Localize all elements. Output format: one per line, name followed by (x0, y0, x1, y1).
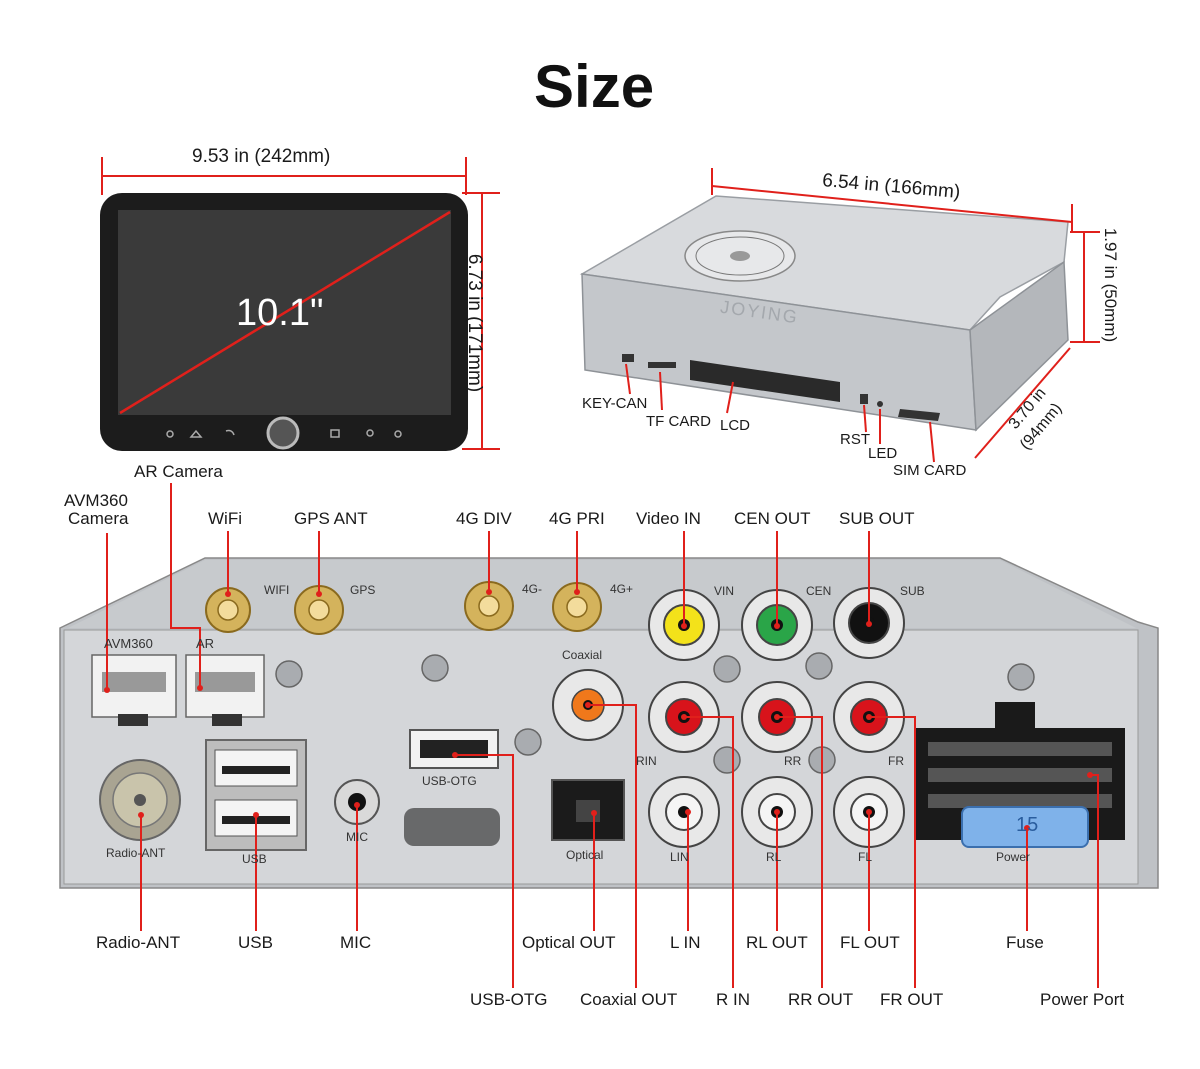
label-rl-out: RL OUT (746, 933, 808, 952)
label-r-in: R IN (716, 990, 750, 1009)
screen-width-label: 9.53 in (242mm) (192, 146, 331, 167)
back-icon (225, 429, 235, 436)
silk-radio-ant: Radio-ANT (106, 846, 166, 860)
silk-fuse-rating: 15 (1016, 814, 1039, 836)
label-power-port: Power Port (1040, 990, 1125, 1009)
screen-diagonal-label: 10.1" (236, 292, 324, 334)
label-fr-out: FR OUT (880, 990, 944, 1009)
camera-icon (330, 429, 340, 438)
silk-rl: RL (766, 850, 782, 864)
box-height-label: 1.97 in (50mm) (1101, 227, 1120, 343)
label-mic: MIC (340, 933, 372, 952)
label-coaxial-out: Coaxial OUT (580, 990, 678, 1009)
label-fuse: Fuse (1006, 933, 1044, 952)
callout-sim-card: SIM CARD (893, 462, 967, 479)
silk-usb: USB (242, 852, 267, 866)
label-l-in: L IN (670, 933, 701, 952)
silk-coaxial: Coaxial (562, 648, 603, 662)
label-usb-otg: USB-OTG (470, 990, 548, 1009)
silk-vin: VIN (714, 584, 735, 598)
silk-power: Power (996, 850, 1031, 864)
label-wifi: WiFi (208, 509, 242, 528)
callout-tf-card: TF CARD (646, 413, 711, 430)
silk-gps: GPS (350, 583, 376, 597)
silk-avm360: AVM360 (104, 636, 153, 651)
silk-rin: RIN (636, 754, 657, 768)
label-4g-pri: 4G PRI (549, 509, 605, 528)
label-sub-out: SUB OUT (839, 509, 915, 528)
silk-ar: AR (196, 636, 215, 651)
silk-fl: FL (858, 850, 873, 864)
label-gps-ant: GPS ANT (294, 509, 368, 528)
label-usb: USB (238, 933, 273, 952)
silk-rr: RR (784, 754, 802, 768)
silk-4g-minus: 4G- (522, 582, 543, 596)
silk-mic: MIC (346, 830, 368, 844)
head-unit-box (579, 168, 1100, 463)
label-avm360-line1: AVM360 (64, 491, 128, 510)
label-radio-ant: Radio-ANT (96, 933, 181, 952)
silk-4g-plus: 4G+ (610, 582, 634, 596)
home-icon (189, 429, 203, 438)
silk-lin: LIN (670, 850, 689, 864)
label-video-in: Video IN (636, 509, 701, 528)
silk-wifi: WIFI (264, 583, 290, 597)
screen-unit (100, 157, 500, 451)
callout-key-can: KEY-CAN (582, 395, 648, 412)
screen-diagonal-line (119, 210, 451, 415)
screen-height-label: 6.73 in (171mm) (464, 253, 485, 393)
silk-usb-otg: USB-OTG (422, 774, 477, 788)
volume-knob-icon (266, 416, 300, 450)
rear-panel (59, 483, 1159, 988)
callout-led: LED (868, 445, 898, 462)
label-cen-out: CEN OUT (734, 509, 811, 528)
callout-rst: RST (840, 431, 870, 448)
label-rr-out: RR OUT (788, 990, 854, 1009)
silk-fr: FR (888, 754, 904, 768)
label-ar-camera: AR Camera (134, 462, 223, 481)
nav-icon (366, 429, 374, 437)
label-optical-out: Optical OUT (522, 933, 616, 952)
silk-sub: SUB (900, 584, 925, 598)
label-4g-div: 4G DIV (456, 509, 512, 528)
silk-optical: Optical (566, 848, 604, 862)
label-avm360-line2: Camera (68, 509, 129, 528)
silk-cen: CEN (806, 584, 832, 598)
callout-lcd: LCD (720, 417, 751, 434)
label-fl-out: FL OUT (840, 933, 900, 952)
power-icon (394, 430, 402, 438)
page-title: Size (534, 53, 655, 120)
blurred-port (404, 808, 500, 846)
